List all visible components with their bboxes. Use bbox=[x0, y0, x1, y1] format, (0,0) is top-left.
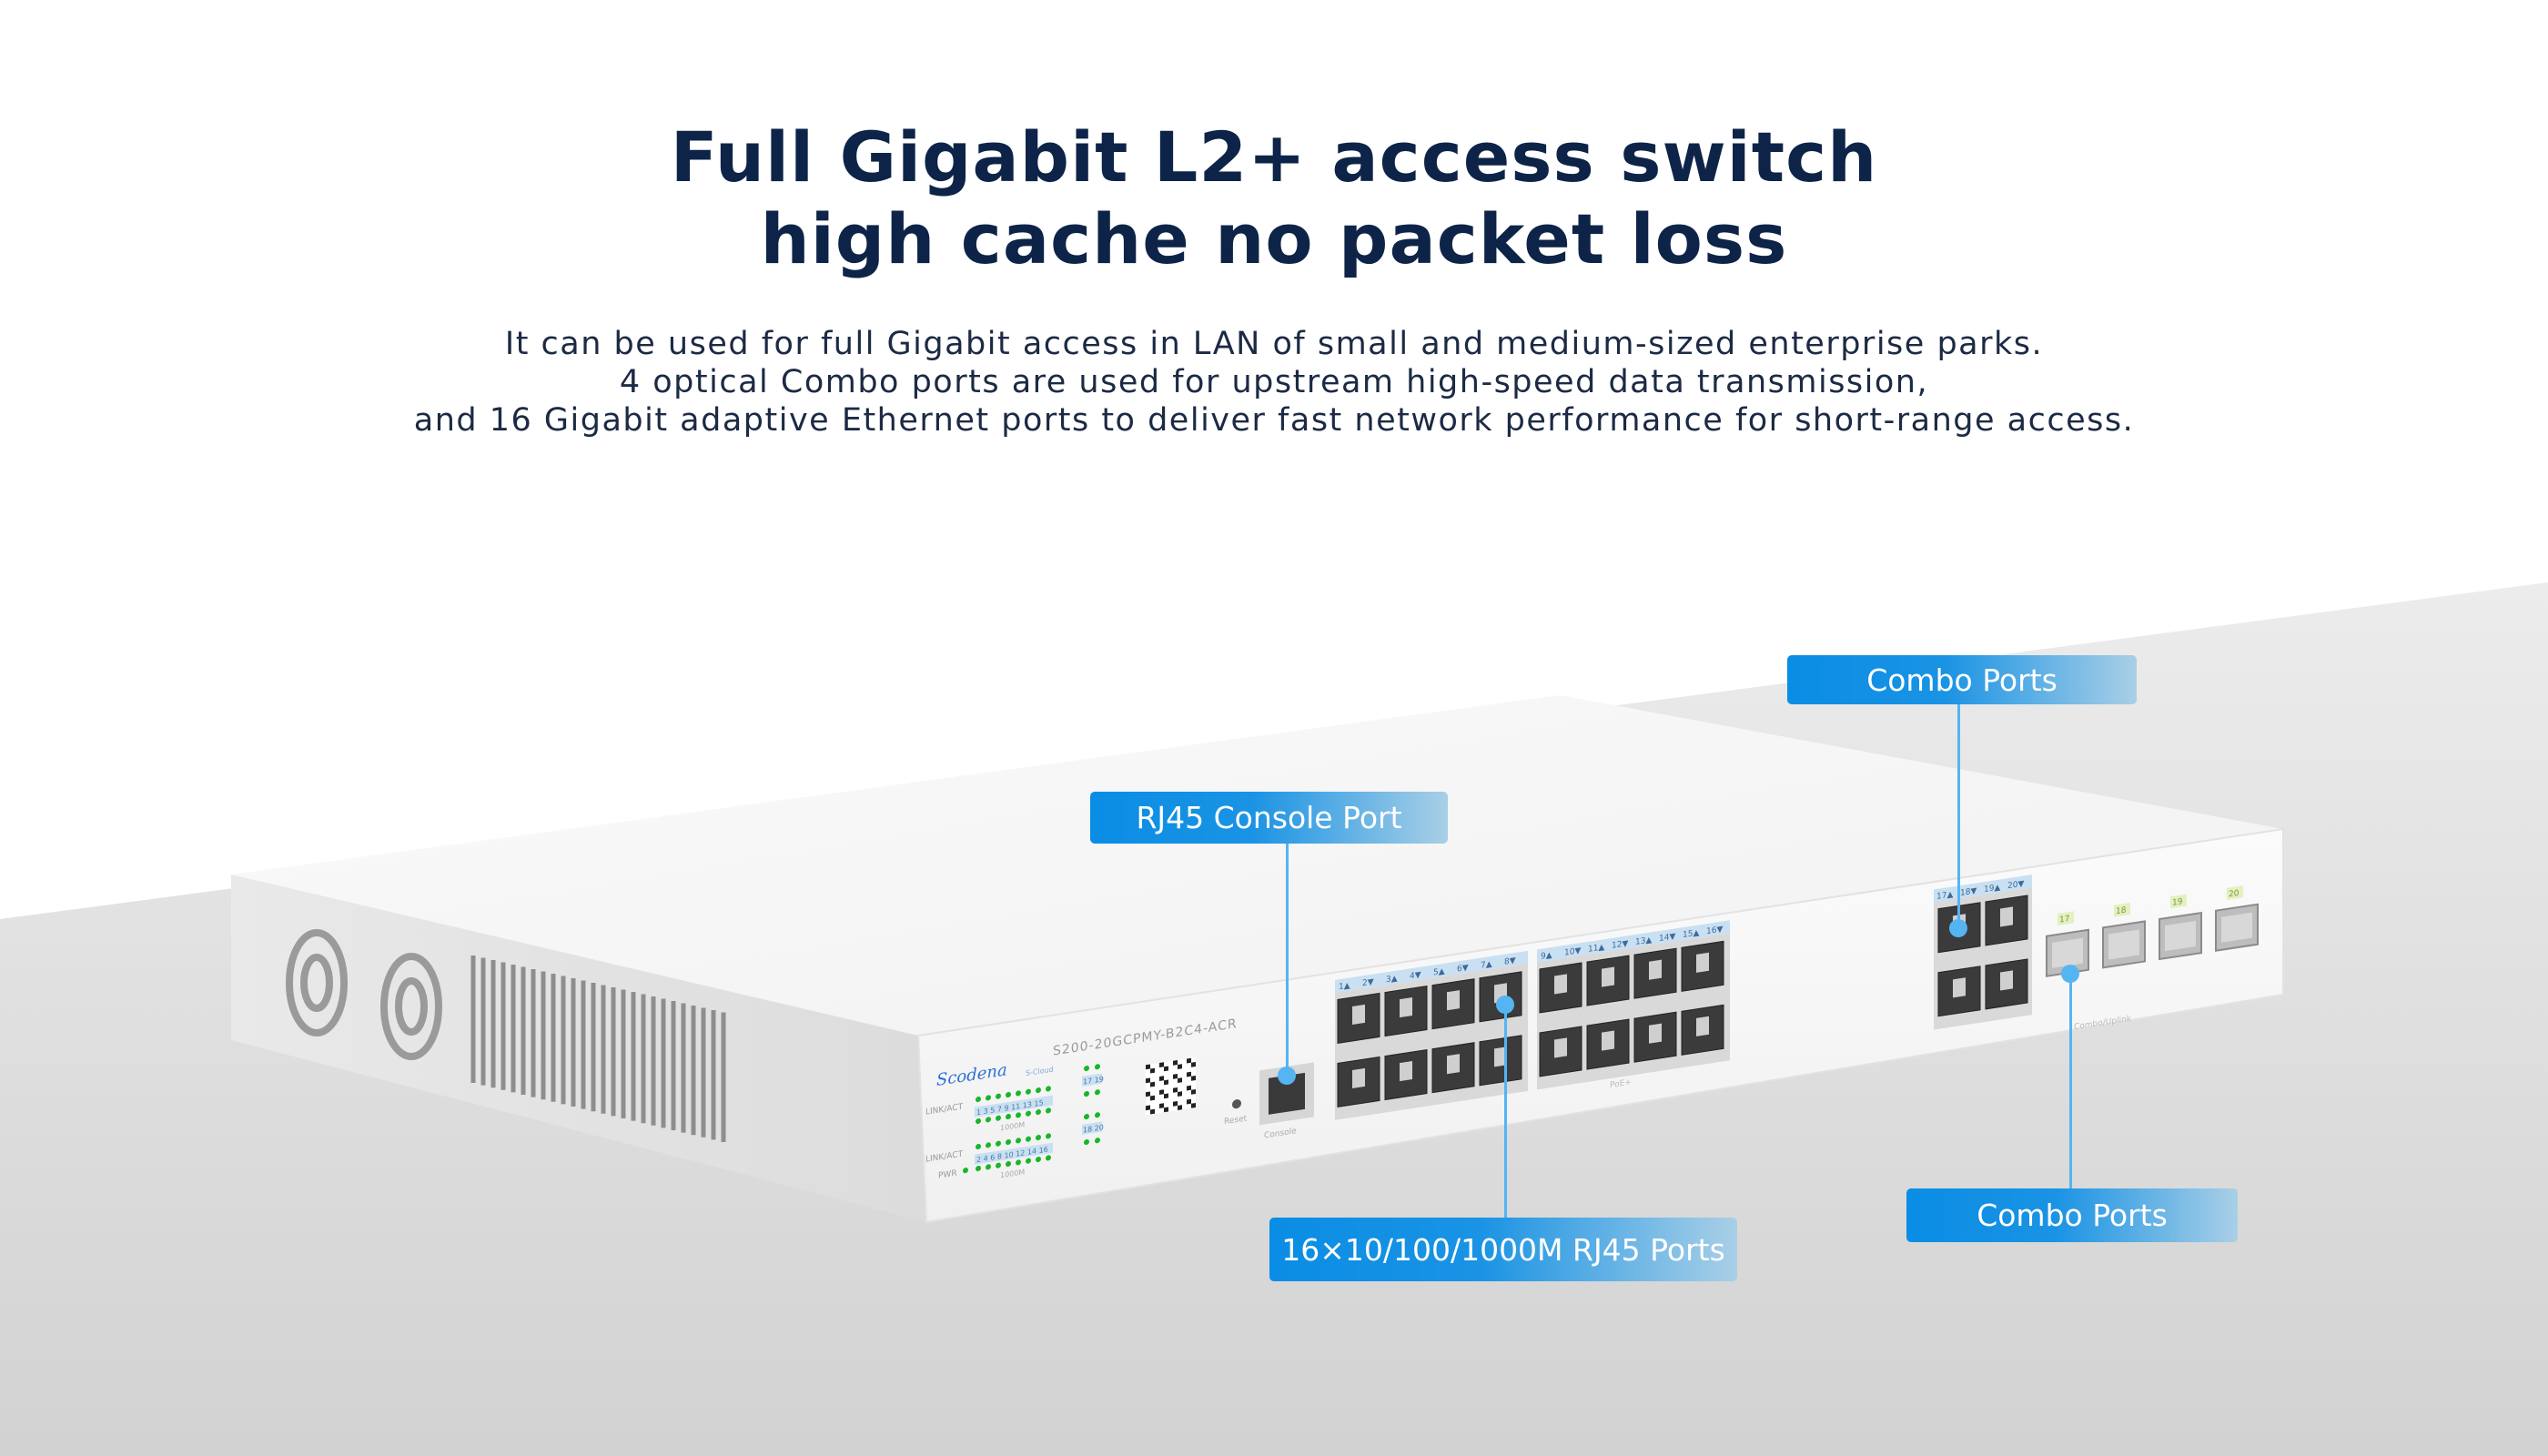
combo-top-leader bbox=[1957, 704, 1960, 927]
reset-button[interactable] bbox=[1232, 1098, 1241, 1109]
fan-vents bbox=[286, 929, 442, 1060]
port-number-label: 12▼ bbox=[1612, 939, 1628, 951]
headline-line-2: high cache no packet loss bbox=[760, 198, 1788, 279]
led bbox=[1084, 1091, 1089, 1097]
port-number-label: 10▼ bbox=[1564, 946, 1581, 958]
speed-label-2: 1000M bbox=[1000, 1168, 1025, 1179]
led bbox=[1084, 1139, 1089, 1146]
led bbox=[1006, 1139, 1011, 1146]
side-vents bbox=[470, 956, 726, 1142]
status-leds bbox=[963, 1064, 1100, 1174]
led bbox=[1036, 1109, 1041, 1116]
led bbox=[1006, 1161, 1011, 1168]
rj45-marker bbox=[1496, 996, 1514, 1014]
led bbox=[1095, 1064, 1100, 1070]
combo-bottom-leader bbox=[2069, 972, 2072, 1188]
combo-even-numbers: 18 20 bbox=[1083, 1123, 1104, 1134]
combo-top-marker bbox=[1949, 919, 1967, 937]
led bbox=[1016, 1138, 1021, 1144]
led bbox=[976, 1117, 981, 1125]
console-marker bbox=[1278, 1067, 1296, 1085]
port-number-label: 6▼ bbox=[1457, 964, 1469, 975]
console-leader bbox=[1286, 844, 1289, 1076]
led bbox=[1095, 1138, 1100, 1144]
led bbox=[1046, 1155, 1051, 1161]
led bbox=[1046, 1107, 1051, 1114]
led bbox=[1046, 1086, 1051, 1092]
description-line-3: and 16 Gigabit adaptive Ethernet ports t… bbox=[413, 402, 2135, 439]
port-number-label: 14▼ bbox=[1659, 932, 1675, 944]
port-number-label: 8▼ bbox=[1504, 956, 1516, 967]
qr-code bbox=[1146, 1057, 1196, 1116]
combo-odd-numbers: 17 19 bbox=[1083, 1075, 1104, 1086]
led bbox=[986, 1117, 991, 1123]
led bbox=[996, 1162, 1001, 1168]
port-number-label: 13▲ bbox=[1635, 935, 1652, 947]
led bbox=[1095, 1112, 1100, 1118]
description-line-2: 4 optical Combo ports are used for upstr… bbox=[619, 364, 1929, 400]
led bbox=[976, 1143, 981, 1150]
led bbox=[986, 1142, 991, 1148]
front-panel: Scodena S-Cloud S200-20GCPMY-B2C4-ACR LI… bbox=[925, 875, 2259, 1181]
led bbox=[1036, 1135, 1041, 1141]
combo-port-number-label: 17▲ bbox=[1936, 890, 1953, 902]
combo-port-number-label: 20▼ bbox=[2007, 880, 2024, 892]
rj45-ports: 1▲ 2▼ 3▲ 4▼ 5▲ 6▼ 7▲ 8▼ 9▲ 10▼ 11▲ 12▼ 13▲ 14▼ 15▲ 16▼ 1… bbox=[1335, 875, 2259, 1120]
poe-label: PoE+ bbox=[1610, 1078, 1632, 1091]
led bbox=[1084, 1114, 1089, 1120]
callout-combo-ports-top: Combo Ports bbox=[1787, 655, 2137, 704]
speed-label: 1000M bbox=[1000, 1120, 1025, 1132]
sfp-port-number: 19 bbox=[2172, 897, 2183, 908]
combo-port-number-label: 18▼ bbox=[1960, 886, 1977, 898]
led bbox=[1026, 1136, 1031, 1142]
led bbox=[1095, 1089, 1100, 1096]
led bbox=[976, 1165, 981, 1172]
description-line-1: It can be used for full Gigabit access i… bbox=[504, 326, 2044, 362]
port-number-label: 3▲ bbox=[1386, 975, 1398, 986]
sfp-port-number: 18 bbox=[2116, 906, 2127, 917]
port-number-label: 16▼ bbox=[1706, 925, 1723, 936]
port-number-label: 15▲ bbox=[1683, 928, 1699, 940]
pwr-led bbox=[963, 1168, 968, 1174]
led bbox=[1026, 1158, 1031, 1164]
callout-rj45-ports: 16×10/100/1000M RJ45 Ports bbox=[1269, 1218, 1737, 1281]
switch-top bbox=[231, 695, 2283, 1036]
port-number-label: 11▲ bbox=[1588, 943, 1604, 955]
rj45-leader bbox=[1504, 1003, 1507, 1218]
led bbox=[1016, 1159, 1021, 1166]
led bbox=[1016, 1112, 1021, 1118]
led bbox=[996, 1093, 1001, 1099]
led bbox=[986, 1095, 991, 1101]
led bbox=[1026, 1088, 1031, 1095]
port-number-label: 4▼ bbox=[1410, 971, 1421, 982]
callout-console-port: RJ45 Console Port bbox=[1090, 792, 1448, 844]
sfp-port-number: 20 bbox=[2229, 889, 2240, 900]
led bbox=[1036, 1157, 1041, 1163]
port-number-label: 2▼ bbox=[1362, 977, 1374, 988]
port-number-label: 5▲ bbox=[1433, 967, 1445, 978]
led bbox=[996, 1115, 1001, 1121]
reset-label: Reset bbox=[1224, 1114, 1248, 1127]
led bbox=[1006, 1092, 1011, 1098]
combo-bottom-marker bbox=[2061, 965, 2079, 983]
led bbox=[1006, 1114, 1011, 1120]
combo-port-number-label: 19▲ bbox=[1984, 883, 2000, 895]
port-number-label: 1▲ bbox=[1339, 981, 1350, 992]
headline-line-1: Full Gigabit L2+ access switch bbox=[670, 116, 1878, 197]
port-number-label: 9▲ bbox=[1541, 951, 1552, 962]
callout-combo-ports-bottom: Combo Ports bbox=[1906, 1188, 2238, 1242]
led bbox=[1016, 1090, 1021, 1097]
pwr-label: PWR bbox=[938, 1169, 957, 1181]
led bbox=[986, 1164, 991, 1170]
port-number-label: 7▲ bbox=[1481, 960, 1492, 971]
led bbox=[1084, 1066, 1089, 1072]
led bbox=[1026, 1110, 1031, 1117]
sfp-port-number: 17 bbox=[2059, 915, 2069, 925]
led bbox=[996, 1140, 1001, 1147]
led bbox=[1036, 1087, 1041, 1094]
led bbox=[976, 1096, 981, 1103]
led bbox=[1046, 1133, 1051, 1139]
